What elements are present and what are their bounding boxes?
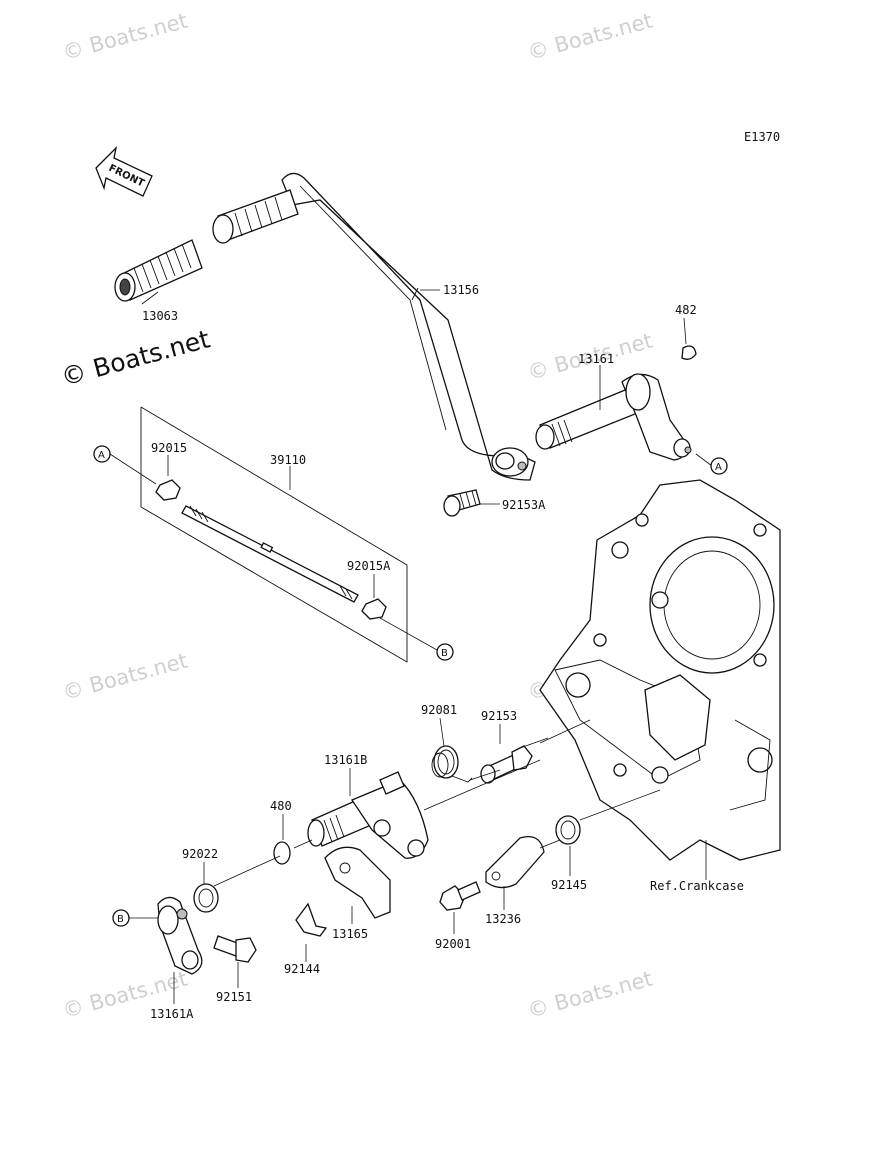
spring-92145: [555, 815, 581, 845]
cam-13236: [485, 835, 545, 889]
shift-shaft: [535, 345, 697, 461]
footpeg-rubber: [114, 239, 203, 302]
circlip-480: [273, 841, 291, 865]
bolt-92153A: [443, 489, 481, 517]
label-92153A: 92153A: [502, 498, 546, 512]
label-13165: 13165: [332, 927, 368, 941]
shift-mechanism: [157, 745, 581, 975]
marker-b-text: B: [441, 648, 448, 659]
label-92081: 92081: [421, 703, 457, 717]
bolt-92151: [213, 935, 257, 963]
marker-a-right: A: [710, 457, 728, 475]
diagram-id: E1370: [744, 130, 780, 144]
spring-92081: [431, 745, 473, 783]
label-92022: 92022: [182, 847, 218, 861]
shaft-13161B: [307, 771, 429, 859]
footpeg: [212, 189, 299, 244]
crankcase: [539, 479, 781, 861]
label-92151: 92151: [216, 990, 252, 1004]
label-92145: 92145: [551, 878, 587, 892]
spring-92144: [295, 902, 328, 937]
watermark: © Boats.net: [525, 8, 655, 64]
front-arrow-icon: FRONT: [95, 146, 153, 197]
label-482: 482: [675, 303, 697, 317]
label-92153: 92153: [481, 709, 517, 723]
label-13161A: 13161A: [150, 1007, 194, 1021]
label-92001: 92001: [435, 937, 471, 951]
part-labels: 13063 13156 482 13161 92153A 92015 39110…: [142, 283, 744, 1021]
label-13161: 13161: [578, 352, 614, 366]
label-ref-crankcase: Ref.Crankcase: [650, 879, 744, 893]
label-92144: 92144: [284, 962, 320, 976]
marker-a-top: A: [93, 445, 111, 463]
watermark: © Boats.net: [525, 966, 655, 1022]
label-13236: 13236: [485, 912, 521, 926]
label-92015A: 92015A: [347, 559, 391, 573]
watermark: © Boats.net: [60, 648, 190, 704]
marker-a-text: A: [98, 450, 105, 461]
label-92015: 92015: [151, 441, 187, 455]
watermark: © Boats.net: [60, 8, 190, 64]
plate-13165: [324, 846, 391, 919]
label-480: 480: [270, 799, 292, 813]
label-13156: 13156: [443, 283, 479, 297]
bolt-92153: [480, 745, 533, 784]
bolt-92001: [439, 881, 481, 911]
arm-13161A: [157, 896, 203, 975]
marker-b-text: B: [117, 914, 124, 925]
marker-a-text: A: [715, 462, 722, 473]
marker-b-right: B: [436, 643, 454, 661]
shift-pedal: [281, 172, 536, 481]
leader-lines: [109, 289, 713, 1004]
tie-rod-box: [140, 406, 408, 663]
label-13161B: 13161B: [324, 753, 367, 767]
marker-b-left: B: [112, 909, 130, 927]
watermark-main: © Boats.net: [58, 324, 213, 392]
washer-92022: [193, 883, 219, 913]
label-13063: 13063: [142, 309, 178, 323]
label-39110: 39110: [270, 453, 306, 467]
